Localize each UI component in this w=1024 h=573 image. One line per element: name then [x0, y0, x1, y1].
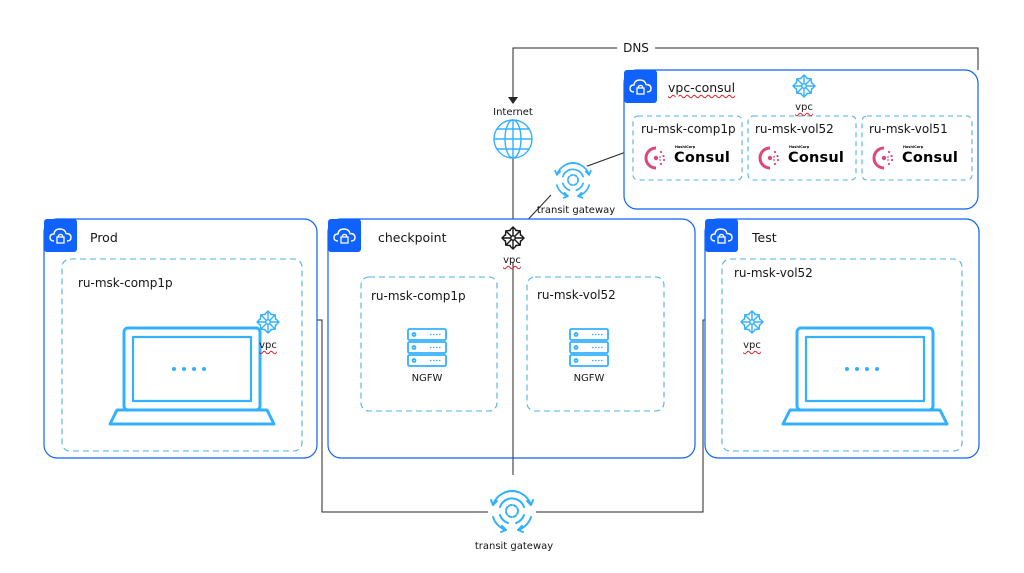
test-group [704, 218, 980, 459]
dns-arrowhead [508, 97, 518, 104]
dns-line [512, 47, 979, 103]
prod-title: Prod [90, 230, 118, 245]
checkpoint-subnet-2-name: ru-msk-vol52 [537, 288, 616, 302]
consul-subnet-2-name: ru-msk-vol52 [755, 122, 834, 136]
transit-gateway-top-label: transit gateway [536, 205, 616, 216]
consul-wordmark: Consul [674, 150, 731, 166]
ngfw-label: NGFW [573, 373, 605, 384]
test-vpc-label: vpc [743, 340, 761, 351]
hashicorp-wordmark: HashiCorp [789, 145, 810, 149]
hashicorp-wordmark: HashiCorp [675, 145, 696, 149]
prod-vpc-label: vpc [259, 340, 277, 351]
checkpoint-title: checkpoint [378, 230, 447, 245]
vpc-consul-group [623, 69, 979, 210]
dns-label: DNS [617, 41, 655, 55]
checkpoint-subnet-1-name: ru-msk-comp1p [371, 289, 466, 303]
checkpoint-vpc-label: vpc [503, 255, 521, 266]
cloud-lock-icon [327, 218, 362, 253]
vpc-consul-vpc-label: vpc [795, 102, 813, 113]
prod-subnet-name: ru-msk-comp1p [78, 276, 173, 290]
consul-subnet-3-name: ru-msk-vol51 [869, 122, 948, 136]
transit-gateway-top-icon [553, 160, 593, 200]
consul-subnet-1-name: ru-msk-comp1p [641, 122, 736, 136]
test-title: Test [752, 230, 777, 245]
internet-globe-icon [493, 119, 533, 159]
cloud-lock-icon [43, 218, 78, 253]
transit-gateway-bottom-icon [488, 487, 536, 535]
test-subnet-name: ru-msk-vol52 [734, 266, 813, 280]
cloud-lock-icon [704, 218, 739, 253]
consul-wordmark: Consul [788, 150, 845, 166]
vpc-consul-title: vpc-consul [668, 80, 736, 95]
prod-group [43, 218, 318, 459]
cloud-lock-icon [623, 69, 658, 104]
hashicorp-wordmark: HashiCorp [903, 145, 924, 149]
transit-gateway-bottom-label: transit gateway [474, 541, 554, 552]
ngfw-label: NGFW [411, 373, 443, 384]
internet-label: Internet [493, 107, 533, 118]
consul-wordmark: Consul [902, 150, 959, 166]
checkpoint-group [327, 218, 696, 459]
